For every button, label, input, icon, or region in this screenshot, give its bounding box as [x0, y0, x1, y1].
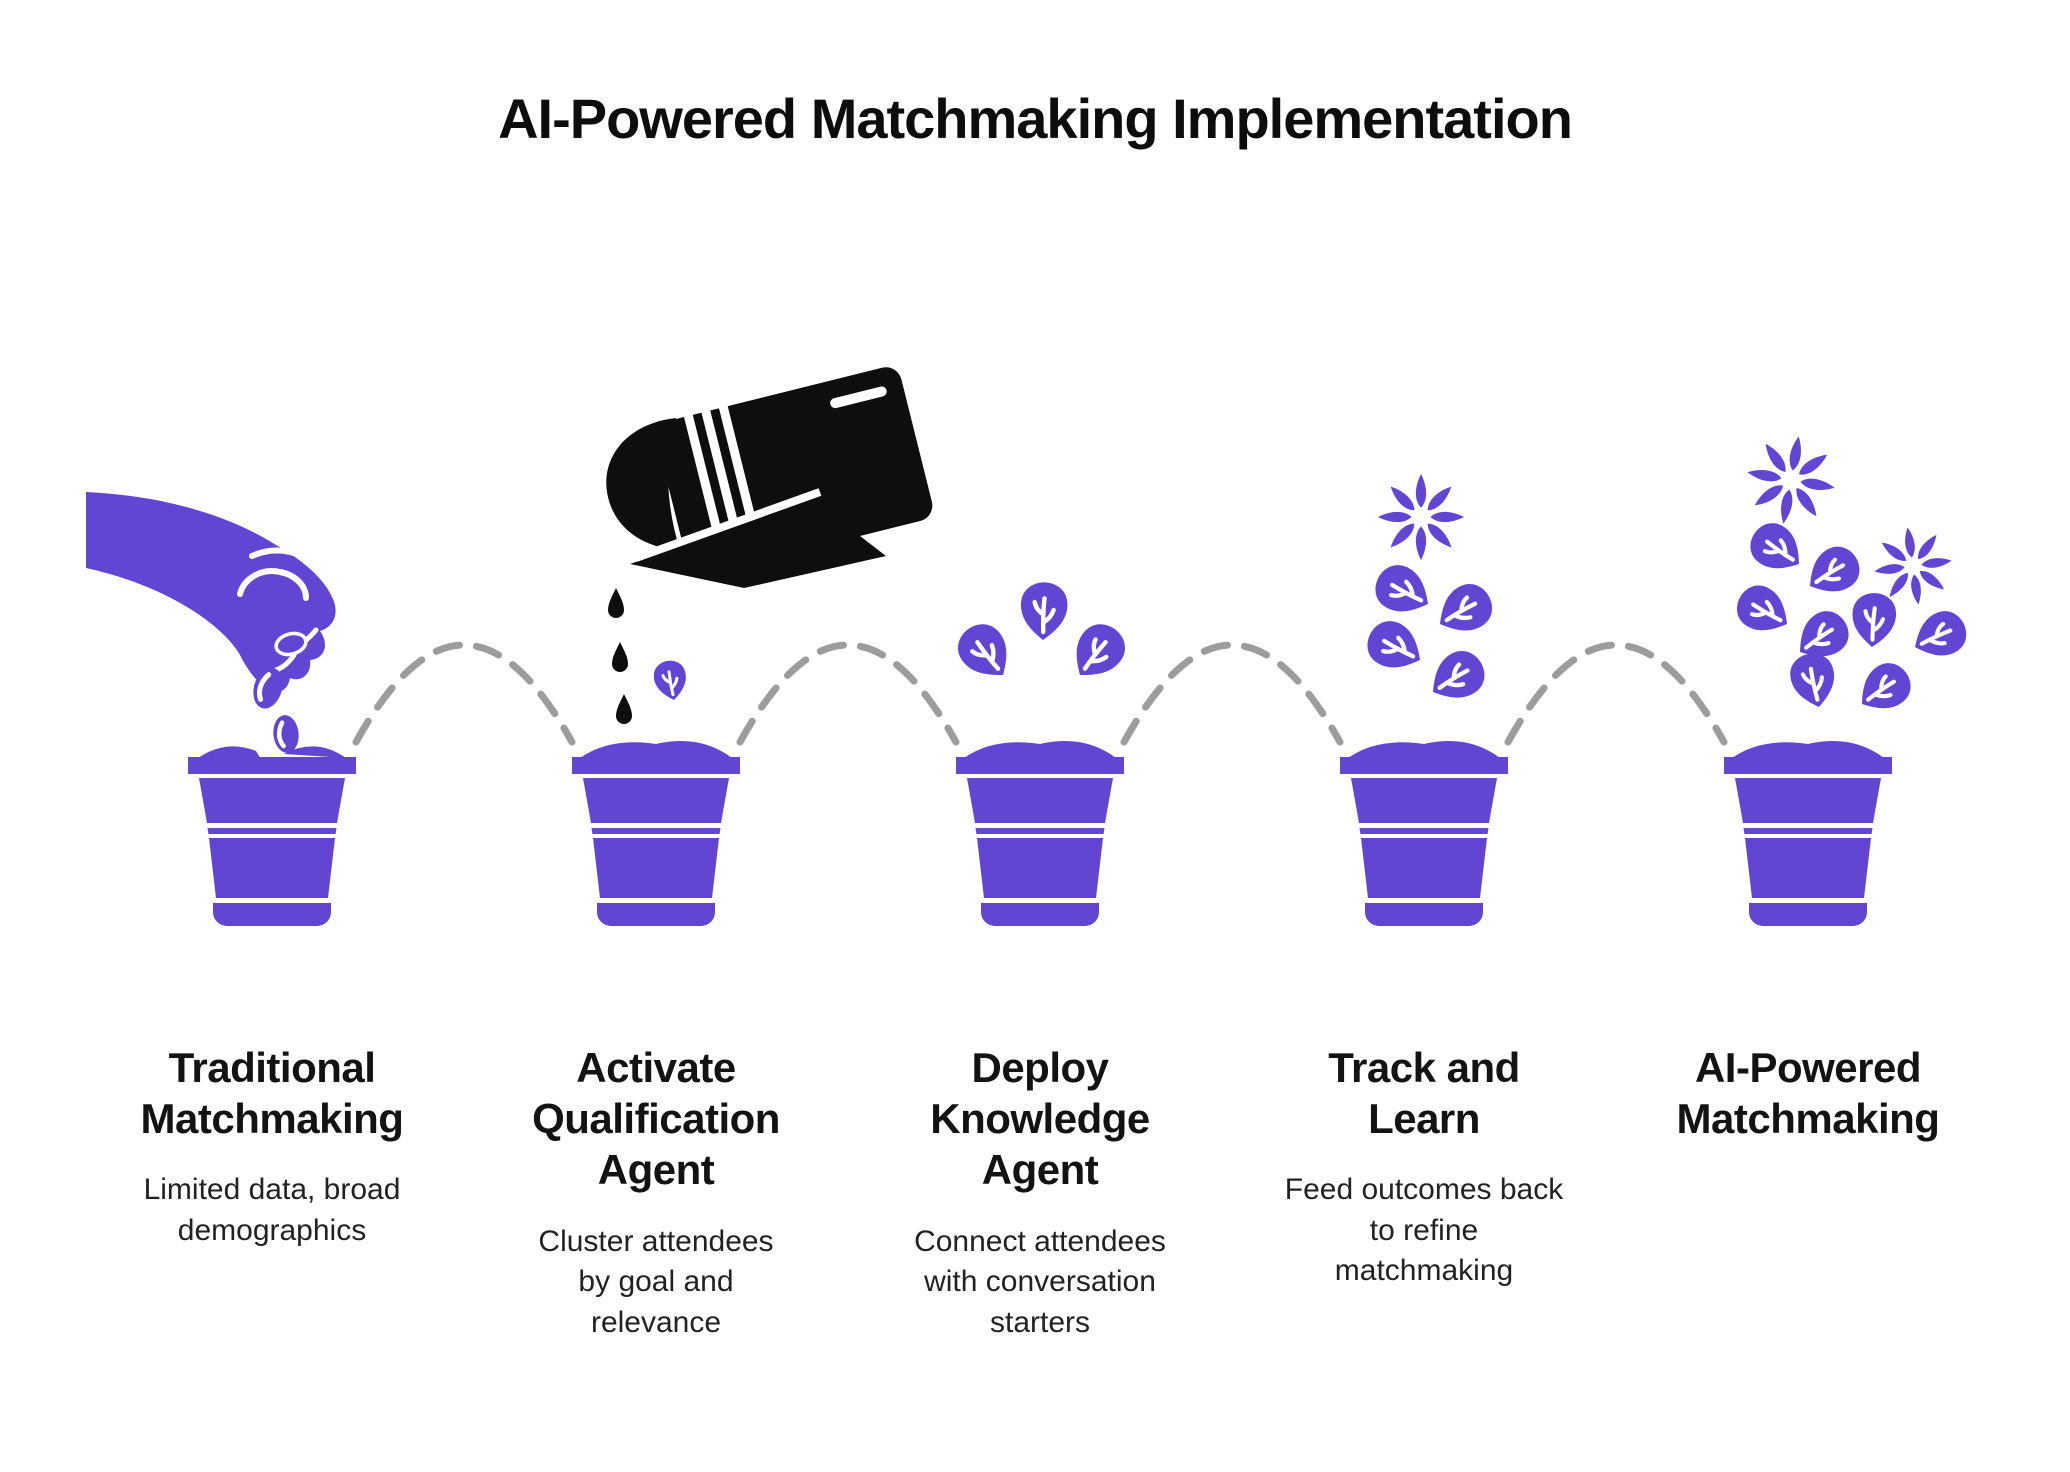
leaf	[1368, 558, 1439, 624]
flower-pot	[1340, 757, 1508, 926]
stage-label-deploy-knowledge-agent: Deploy Knowledge Agent Connect attendees…	[850, 1042, 1230, 1343]
stage-subtitle: Feed outcomes back to refine matchmaking	[1284, 1173, 1564, 1288]
dashed-arc	[1504, 641, 1728, 746]
page-title: AI-Powered Matchmaking Implementation	[498, 87, 1573, 150]
watering-can-icon	[606, 367, 933, 724]
leaf	[1798, 539, 1867, 605]
water-drop	[616, 694, 632, 724]
leaf	[1429, 576, 1500, 643]
pot-soil	[580, 741, 732, 758]
stage-2-illustration	[572, 367, 933, 926]
stage-label-traditional-matchmaking: Traditional Matchmaking Limited data, br…	[82, 1042, 462, 1251]
water-drop	[612, 642, 628, 672]
stage-4-illustration	[1340, 473, 1508, 926]
star-flower	[1377, 473, 1465, 561]
pot-soil	[1732, 741, 1884, 758]
stage-5-illustration	[1724, 428, 1973, 926]
dashed-arc	[736, 641, 960, 746]
dashed-arc	[1120, 641, 1344, 746]
stage-subtitle: Limited data, broad demographics	[143, 1173, 401, 1247]
stage-label-track-and-learn: Track and Learn Feed outcomes back to re…	[1234, 1042, 1614, 1292]
flower-pot	[572, 757, 740, 926]
stage-heading: Deploy Knowledge Agent	[930, 1044, 1150, 1194]
stage-1-illustration	[86, 492, 356, 926]
leaf	[1421, 643, 1493, 711]
leaf	[1906, 604, 1973, 666]
leaf	[1850, 592, 1897, 649]
dashed-connector-arcs	[352, 641, 1728, 746]
seedling-leaf	[649, 656, 692, 705]
stage-heading: Track and Learn	[1328, 1044, 1520, 1143]
pot-soil	[964, 741, 1116, 758]
water-drop	[608, 588, 624, 618]
pot-soil	[1348, 741, 1500, 758]
stage-heading: AI-Powered Matchmaking	[1676, 1044, 1940, 1143]
leaf	[1020, 582, 1068, 641]
planted-seed	[271, 714, 300, 754]
leaf	[949, 615, 1021, 689]
leaf	[1062, 615, 1134, 689]
dashed-arc	[352, 641, 576, 746]
leaf	[1360, 614, 1431, 680]
held-seed	[274, 631, 308, 657]
stage-label-ai-powered-matchmaking: AI-Powered Matchmaking	[1618, 1042, 1998, 1170]
flower-pot	[956, 757, 1124, 926]
leaf	[1742, 515, 1811, 582]
leaf	[1850, 655, 1919, 722]
sprouting-leaves-icon	[949, 582, 1134, 690]
leaf	[1786, 650, 1840, 712]
full-bloom-plant-icon	[1729, 428, 1973, 722]
flower-pot	[1724, 757, 1892, 926]
hand-planting-seeds-icon	[86, 492, 336, 693]
stage-subtitle: Connect attendees with conversation star…	[914, 1224, 1166, 1339]
stage-heading: Traditional Matchmaking	[140, 1044, 404, 1143]
stage-subtitle: Cluster attendees by goal and relevance	[538, 1224, 774, 1339]
star-flower	[1739, 428, 1843, 532]
flower-sprout-icon	[1360, 473, 1500, 711]
leaf	[1729, 578, 1798, 643]
stage-3-illustration	[949, 582, 1134, 926]
stage-heading: Activate Qualification Agent	[532, 1044, 780, 1194]
stage-label-activate-qualification-agent: Activate Qualification Agent Cluster att…	[466, 1042, 846, 1343]
pot-soil	[198, 746, 346, 758]
flower-pot	[188, 757, 356, 926]
